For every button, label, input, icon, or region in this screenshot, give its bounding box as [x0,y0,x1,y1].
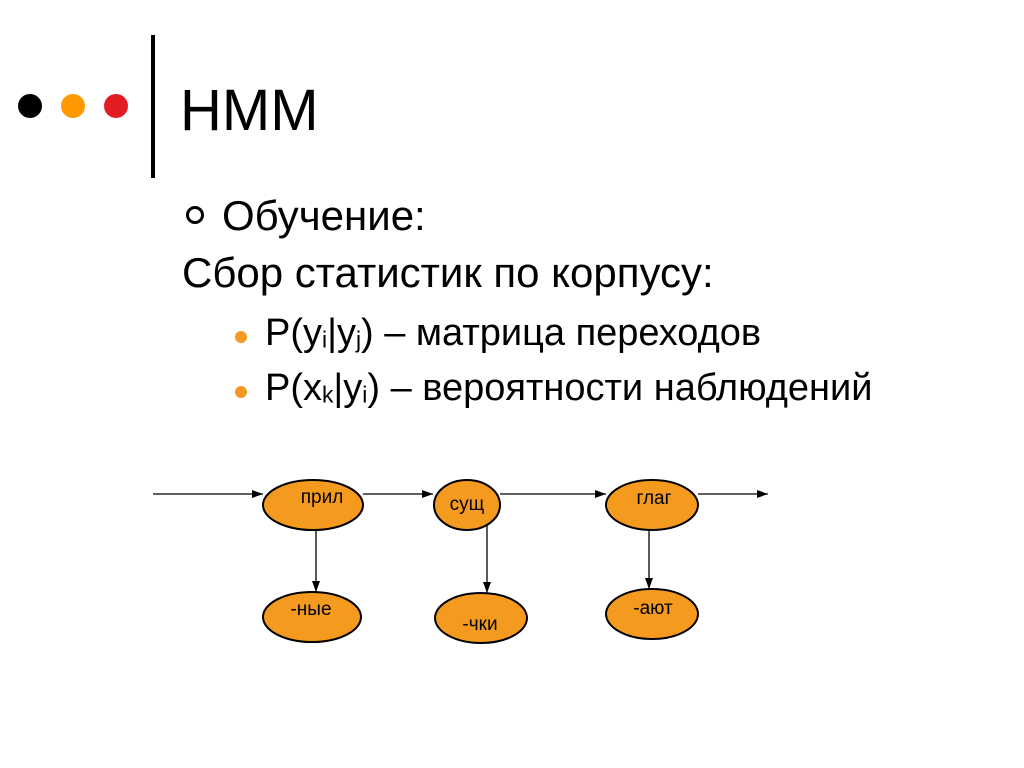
observation-node-3: -ают [605,588,699,640]
orange-dot-icon [61,94,85,118]
observation-node-shape [262,591,362,643]
sub-bullet-observations: P(xk|yi) – вероятности наблюдений [265,369,872,407]
hollow-circle-bullet-icon [186,206,204,224]
state-label: глаг [636,488,671,509]
observation-label: -чки [462,614,497,635]
state-node-shape [433,479,501,531]
observation-node-shape [434,592,528,644]
slide-title: HMM [180,78,319,143]
red-dot-icon [104,94,128,118]
state-node-shape [605,479,699,531]
state-node-3: глаг [605,479,699,531]
formula-part: |y [327,312,356,354]
sub-bullet-transitions: P(yi|yj) – матрица переходов [265,314,761,352]
observation-node-shape [605,588,699,640]
observation-label: -ают [633,598,673,619]
formula-subscript: j [355,326,362,353]
orange-dot-bullet-icon [235,386,247,398]
formula-subscript: i [362,381,368,408]
orange-dot-bullet-icon [235,331,247,343]
observation-node-2: -чки [434,592,528,644]
formula-part: P(x [265,367,322,409]
observation-label: -ные [290,599,331,620]
sub-bullet-text: ) – матрица переходов [361,312,762,354]
state-label: прил [301,487,344,508]
formula-subscript: i [322,326,328,353]
state-node-2: сущ [433,479,501,531]
state-label: сущ [450,494,485,515]
observation-node-1: -ные [262,591,362,643]
state-node-1: прил [262,479,364,531]
bullet-text: Обучение: [222,192,426,239]
formula-subscript: k [322,381,334,408]
state-node-shape [262,479,364,531]
sub-bullet-text: ) – вероятности наблюдений [367,367,873,409]
subheading: Сбор статистик по корпусу: [182,249,714,296]
title-divider [151,35,155,178]
black-dot-icon [18,94,42,118]
formula-part: P(y [265,312,322,354]
formula-part: |y [333,367,363,409]
